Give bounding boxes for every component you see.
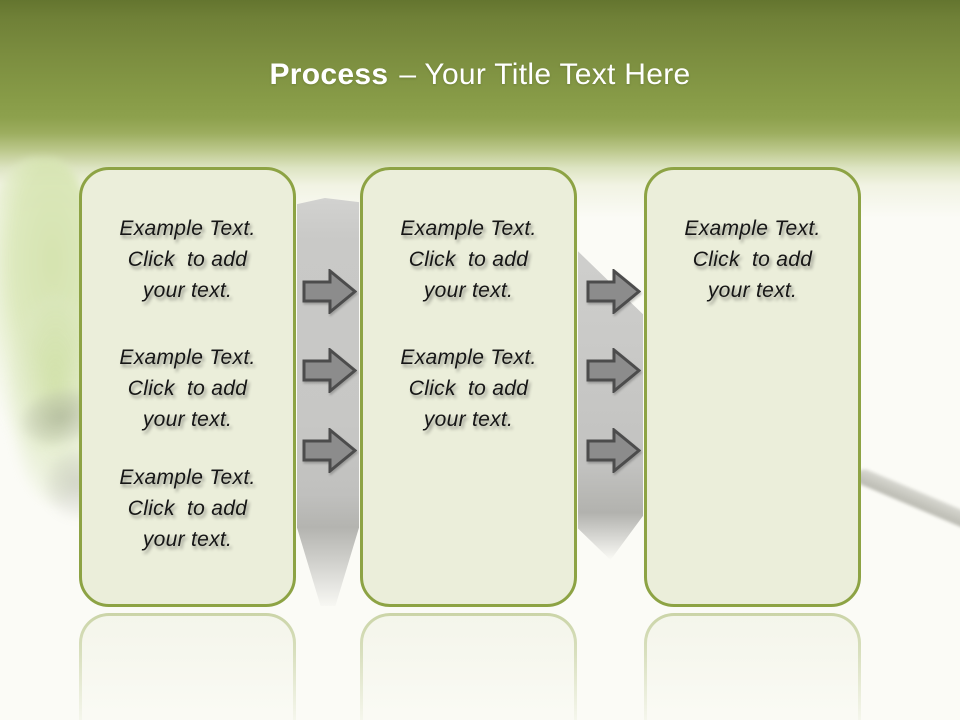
text-placeholder[interactable]: Example Text. Click to add your text.: [119, 346, 256, 431]
title-keyword: Process: [269, 58, 389, 91]
arrow-right-icon: [586, 428, 641, 473]
arrow-right-icon: [302, 269, 357, 314]
slide-title[interactable]: Process – Your Title Text Here: [0, 54, 960, 96]
text-placeholder[interactable]: Example Text. Click to add your text.: [119, 217, 256, 302]
avocado-watermark-left-gap: [297, 198, 359, 606]
process-step-1-box[interactable]: Example Text. Click to add your text. Ex…: [79, 167, 296, 607]
arrow-right-icon: [586, 348, 641, 393]
branch-watermark: [854, 466, 960, 534]
title-text: – Your Title Text Here: [399, 58, 691, 91]
arrow-right-icon: [302, 348, 357, 393]
text-placeholder[interactable]: Example Text. Click to add your text.: [684, 217, 821, 302]
arrow-right-icon: [586, 269, 641, 314]
arrow-right-icon: [302, 428, 357, 473]
process-step-3-box[interactable]: Example Text. Click to add your text.: [644, 167, 861, 607]
text-placeholder[interactable]: Example Text. Click to add your text.: [400, 346, 537, 431]
text-placeholder[interactable]: Example Text. Click to add your text.: [400, 217, 537, 302]
reflection-fade: [0, 610, 960, 720]
text-placeholder[interactable]: Example Text. Click to add your text.: [119, 466, 256, 551]
process-step-2-box[interactable]: Example Text. Click to add your text. Ex…: [360, 167, 577, 607]
